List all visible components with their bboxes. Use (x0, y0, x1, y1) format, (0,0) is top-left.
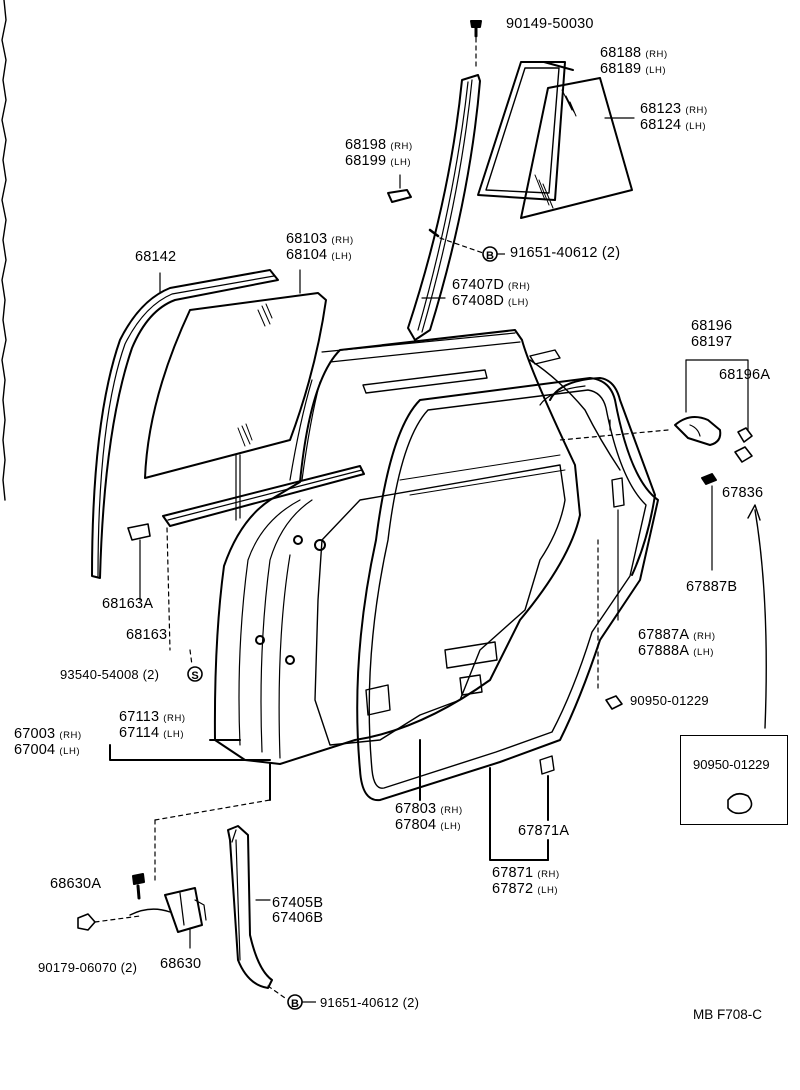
label-68630: 68630 (160, 956, 202, 972)
weatherstrip-68188 (477, 61, 574, 201)
label-67114: 67114(LH) (119, 725, 185, 741)
glass-run-68142 (91, 269, 279, 579)
belt-moulding (162, 454, 365, 651)
door-panel-67003 (213, 329, 581, 765)
label-68142: 68142 (135, 249, 177, 265)
label-68198: 68198(RH) (345, 137, 413, 153)
inset-part-code: 90950-01229 (693, 757, 770, 772)
weatherstrip-67887a (529, 349, 656, 621)
page-edge (1, 0, 7, 501)
label-68197: 68197 (691, 334, 733, 350)
label-68199: 68199(LH) (345, 153, 412, 169)
label-68188: 68188(RH) (600, 45, 668, 61)
label-67804: 67804(LH) (395, 817, 462, 833)
label-67871: 67871(RH) (492, 865, 560, 881)
pin-67887b (701, 473, 717, 571)
leader-67871 (489, 767, 549, 861)
symbol-b-top: B (482, 246, 498, 262)
label-67003: 67003(RH) (14, 726, 82, 742)
symbol-b-label: B (486, 250, 494, 262)
label-68104: 68104(LH) (286, 247, 353, 263)
door-glass-68103 (144, 269, 327, 479)
label-90149-50030: 90149-50030 (506, 16, 594, 32)
label-67887a: 67887A(RH) (638, 627, 716, 643)
inset-plug (727, 792, 753, 815)
label-67888a: 67888A(LH) (638, 643, 715, 659)
door-check-68630 (129, 887, 207, 949)
leader-67003 (109, 739, 271, 801)
quarter-glass-68123 (520, 77, 635, 219)
label-67407d: 67407D(RH) (452, 277, 531, 293)
bolt-68630a (132, 873, 145, 900)
piece-68198 (387, 174, 412, 203)
weatherstrip-67871 (356, 377, 659, 802)
clip-68163a (127, 523, 151, 541)
inset-box (680, 735, 788, 825)
label-67871a: 67871A (518, 823, 570, 839)
label-68196a: 68196A (719, 367, 771, 383)
label-68103: 68103(RH) (286, 231, 354, 247)
label-67405b: 67405B (272, 895, 324, 911)
label-67872: 67872(LH) (492, 881, 559, 897)
label-68189: 68189(LH) (600, 61, 667, 77)
symbol-b-bottom-label: B (291, 998, 299, 1010)
label-68124: 68124(LH) (640, 117, 707, 133)
nut-90179 (77, 913, 141, 931)
label-91651-40612-top: 91651-40612 (2) (510, 245, 621, 261)
screw-90149 (470, 20, 482, 71)
label-67887b: 67887B (686, 579, 738, 595)
label-68163a: 68163A (102, 596, 154, 612)
label-90950-01229: 90950-01229 (630, 693, 709, 708)
regulator-67405b (227, 825, 286, 999)
label-68163: 68163 (126, 627, 168, 643)
label-67004: 67004(LH) (14, 742, 81, 758)
bracket-68196 (559, 359, 749, 446)
label-68123: 68123(RH) (640, 101, 708, 117)
label-67408d: 67408D(LH) (452, 293, 529, 309)
clip-67871a (539, 755, 555, 821)
label-91651-40612-bottom: 91651-40612 (2) (320, 995, 420, 1010)
label-67113: 67113(RH) (119, 709, 186, 725)
label-67803: 67803(RH) (395, 801, 463, 817)
symbol-s-label: S (191, 670, 198, 682)
inset-pointer (747, 504, 767, 729)
run-channel-67407d (407, 74, 484, 341)
reference-code: MB F708-C (693, 1007, 763, 1022)
label-67836: 67836 (722, 485, 764, 501)
plug-90950 (597, 539, 623, 710)
label-68196: 68196 (691, 318, 733, 334)
label-90179-06070: 90179-06070 (2) (38, 960, 138, 975)
leader-hinge (154, 799, 271, 821)
label-67406b: 67406B (272, 910, 324, 926)
grommet-68196a (734, 427, 753, 463)
label-68630a: 68630A (50, 876, 102, 892)
symbol-s: S (187, 666, 203, 682)
label-93540-54008: 93540-54008 (2) (60, 667, 160, 682)
symbol-b-bottom: B (287, 994, 303, 1010)
